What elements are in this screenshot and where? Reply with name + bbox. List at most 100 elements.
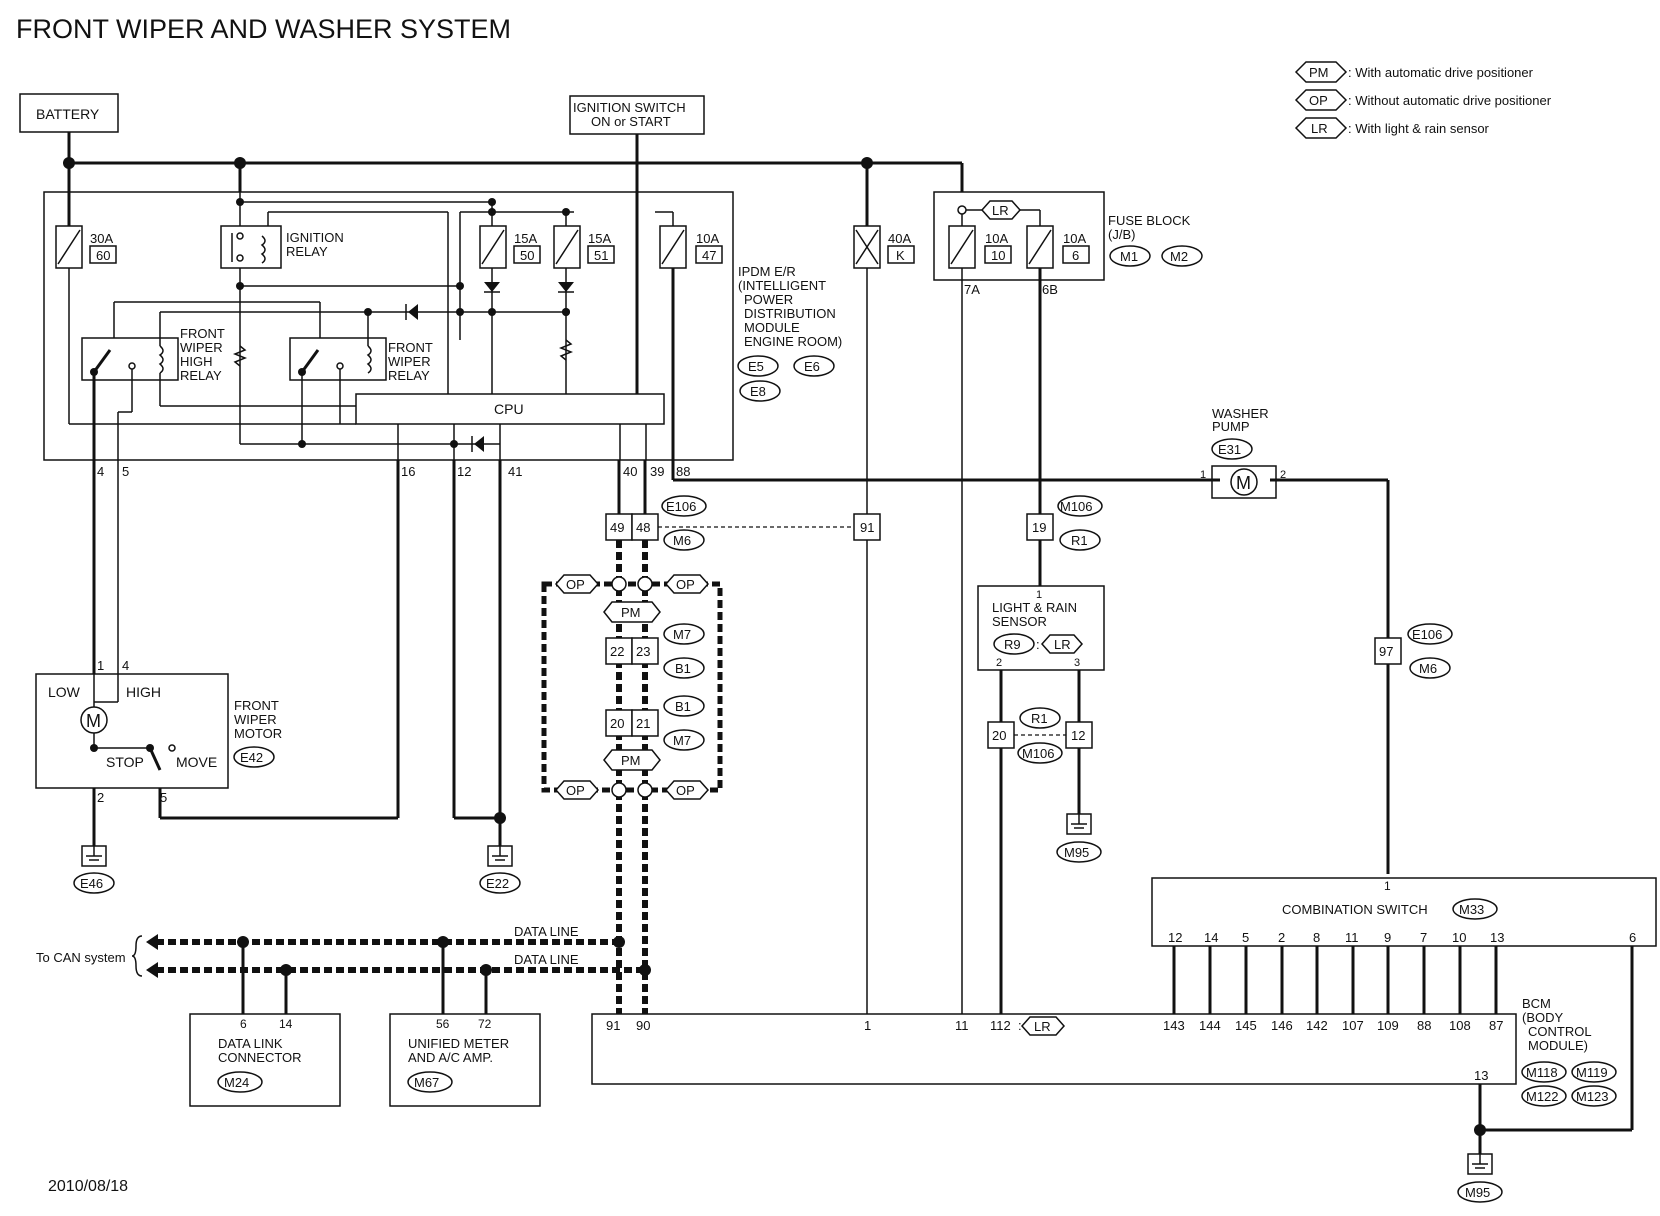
ipdm-pin-12: 12 [457,464,471,479]
diode-icon [474,436,484,452]
cpu-label: CPU [494,401,524,417]
connector-e6-icon [793,355,835,377]
fuse-block-connector-m2: M2 [1170,249,1188,264]
wiper-relay-line1: FRONT [388,340,433,355]
bcm-pin-1: 1 [864,1018,871,1033]
legend-lr-text: : With light & rain sensor [1348,121,1490,136]
high-relay-box [81,337,179,381]
fusible-link-amp: 40A [888,231,911,246]
unified-meter: 56 72 UNIFIED METER AND A/C AMP. M67 [389,1013,541,1107]
high-relay-line2: WIPER [180,340,223,355]
harness-pin-22: 22 [610,644,624,659]
data-link-connector: 6 14 DATA LINK CONNECTOR M24 [189,1013,341,1107]
comb-pin-14: 14 [1204,930,1218,945]
light-rain-pin-3: 3 [1074,657,1080,669]
resistor-icon [558,339,574,361]
comb-pin-12: 12 [1168,930,1182,945]
legend-pm-code: PM [1309,65,1329,80]
ipdm-connector-e8: E8 [750,384,766,399]
legend-op-text: : Without automatic drive positioner [1348,93,1552,108]
harness-connector-m106: M106 [1060,499,1093,514]
light-rain-pin-2: 2 [996,657,1002,669]
light-rain-lr-tag: LR [1054,637,1071,652]
op-tag-icon [664,574,710,594]
connector-e8-icon [739,380,781,402]
bcm-line4: MODULE) [1528,1038,1588,1053]
data-link-pin-14: 14 [279,1017,293,1031]
comb-pin-7: 7 [1420,930,1427,945]
comb-pin-6: 6 [1629,930,1636,945]
ground-e22: E22 [452,460,521,894]
svg-text::: : [1036,637,1040,652]
ignition-relay: IGNITION RELAY [220,192,492,444]
bcm-pin-87: 87 [1489,1018,1503,1033]
fuse-block-lr-tag: LR [992,203,1009,218]
wiper-motor-low: LOW [48,684,81,700]
front-wiper-high-relay: FRONT WIPER HIGH RELAY [81,301,368,460]
fuse-15a-50-num: 50 [520,248,534,263]
bcm-pin-90: 90 [636,1018,650,1033]
fusible-link-40a: 40A K [853,225,915,514]
light-rain-line2: SENSOR [992,614,1047,629]
harness-e106-mid: 97 E106 M6 [1374,623,1453,679]
battery-label: BATTERY [36,106,100,122]
harness-connector-e106: E106 [666,499,696,514]
combination-switch-box [1151,877,1657,947]
comb-switch-pin-top: 1 [1384,879,1391,893]
harness-pin-97: 97 [1379,644,1393,659]
wiper-motor-high: HIGH [126,684,161,700]
cpu-box [355,393,665,425]
fuse-10a-6-num: 6 [1072,248,1079,263]
wiper-motor-line2: WIPER [234,712,277,727]
harness-pin-91: 91 [860,520,874,535]
fusible-link-num: K [896,248,905,263]
combination-switch: 1 COMBINATION SWITCH M33 12 14 5 2 8 11 … [1151,877,1657,1132]
ignition-switch-line1: IGNITION SWITCH [573,100,686,115]
arrow-left-icon [146,934,158,950]
light-rain-line1: LIGHT & RAIN [992,600,1077,615]
connector-e31-icon [1211,438,1253,460]
bcm-connector-m119: M119 [1576,1065,1608,1080]
meter-connector-code: M67 [414,1075,439,1090]
fuse-block: FUSE BLOCK (J/B) M1 M2 LR 10A 10 10A 6 7… [948,200,1203,1014]
bcm-pin-146: 146 [1271,1018,1293,1033]
bcm: 91 90 1 11 112 : LR 143 144 145 146 142 … [591,996,1617,1203]
fuse-15a-51-amp: 15A [588,231,611,246]
bcm-pin-112: 112 [990,1018,1011,1033]
fuse-10a-47: 10A 47 [655,211,723,480]
ipdm-pin-5: 5 [122,464,129,479]
lr-tag-icon [1040,634,1084,654]
wiper-relay-line3: RELAY [388,368,430,383]
washer-pump-line2: PUMP [1212,419,1250,434]
fuse-10a-47-amp: 10A [696,231,719,246]
fuse-block-pin-6b: 6B [1042,282,1058,297]
ground-e46: E46 [73,845,115,894]
wiper-motor-pin-4: 4 [122,658,129,673]
harness-connector-m6: M6 [673,533,691,548]
fuse-15a-50-icon [479,225,507,269]
harness-pin-48: 48 [636,520,650,535]
meter-line2: AND A/C AMP. [408,1050,493,1065]
fuse-block-box [933,191,1105,281]
wiper-relay-box [289,337,387,381]
fuse-10a-47-num: 47 [702,248,716,263]
harness-pin-21: 21 [636,716,650,731]
data-link-line1: DATA LINK [218,1036,283,1051]
ipdm-line-3: DISTRIBUTION [744,306,836,321]
to-can-label: To CAN system [36,950,126,965]
connector-e42-icon [233,746,275,768]
harness-pin-19: 19 [1032,520,1046,535]
light-rain-sensor: 1 LIGHT & RAIN SENSOR R9 : LR 2 3 [977,585,1105,722]
ipdm-box [43,191,734,461]
wiper-motor-box [35,673,229,789]
pm-tag-icon [603,601,661,623]
front-wiper-relay: FRONT WIPER RELAY [289,302,433,448]
ignition-relay-box [220,225,282,269]
harness-r1-connector-r1: R1 [1031,711,1048,726]
washer-pump-connector: E31 [1218,442,1241,457]
bcm-connector-m123: M123 [1576,1089,1609,1104]
washer-pump-pin-2: 2 [1280,469,1286,481]
comb-pin-13: 13 [1490,930,1504,945]
fuse-block-connector-m1: M1 [1120,249,1138,264]
